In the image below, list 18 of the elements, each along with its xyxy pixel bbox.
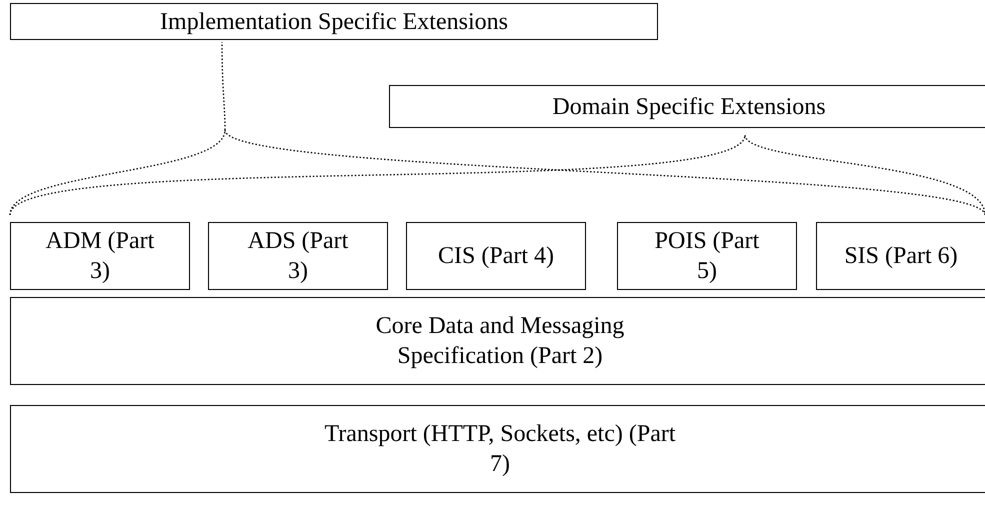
box-label: POIS (Part 5) bbox=[654, 227, 760, 286]
box-label: Transport (HTTP, Sockets, etc) (Part 7) bbox=[323, 420, 677, 479]
part-box bbox=[208, 222, 388, 290]
box-label: Core Data and Messaging Specification (Part 2) bbox=[374, 312, 626, 371]
box-label: ADM (Part 3) bbox=[44, 227, 156, 286]
box-label: ADS (Part 3) bbox=[246, 227, 350, 286]
box-label: SIS (Part 6) bbox=[844, 242, 958, 271]
layer-box bbox=[10, 297, 985, 385]
box-label: CIS (Part 4) bbox=[438, 242, 554, 271]
part-box bbox=[816, 222, 985, 290]
extension-box bbox=[10, 3, 658, 40]
extension-box bbox=[389, 85, 985, 128]
part-box bbox=[10, 222, 190, 290]
box-label: Domain Specific Extensions bbox=[552, 92, 826, 122]
part-box bbox=[406, 222, 586, 290]
layer-box bbox=[10, 405, 985, 493]
part-box bbox=[617, 222, 797, 290]
box-label: Implementation Specific Extensions bbox=[160, 8, 508, 36]
